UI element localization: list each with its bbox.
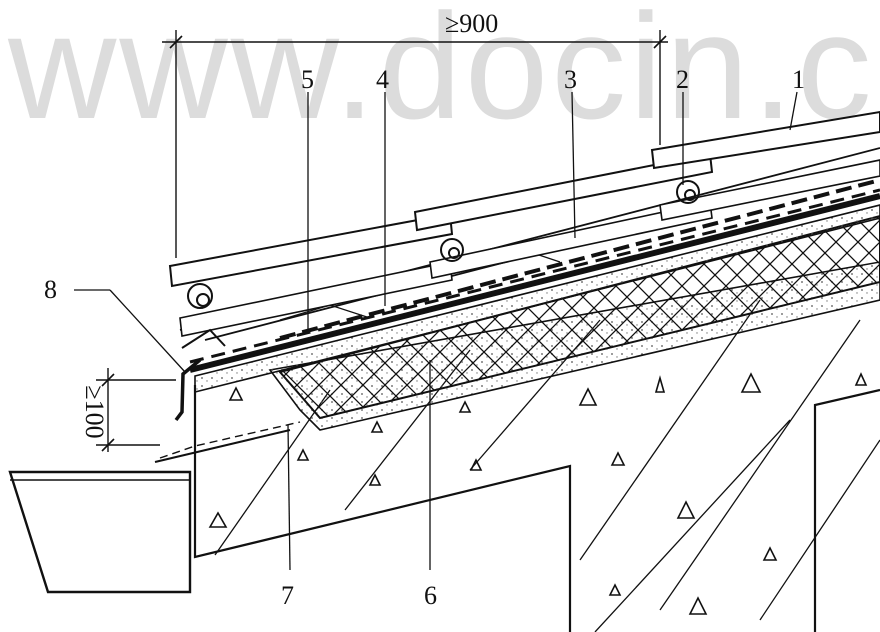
dimension-overall: ≥900 [162,9,668,258]
tile-battens [181,180,700,349]
roof-tiles [168,110,880,337]
callout-8: 8 [44,275,57,304]
dimension-lap: ≥100 [80,368,176,452]
leveling-layer [194,204,880,394]
callout-7: 7 [281,581,294,610]
callout-5: 5 [301,65,314,94]
drip-flashing [154,358,301,463]
callout-6: 6 [424,581,437,610]
concrete-slab [193,250,880,632]
callout-leaders [74,91,798,571]
counter-battens [279,178,880,340]
callout-3: 3 [564,65,577,94]
callout-1: 1 [792,65,805,94]
callout-labels: 1 2 3 4 5 6 7 8 [44,65,805,610]
dimension-lap-label: ≥100 [80,385,109,438]
callout-4: 4 [376,65,389,94]
callout-2: 2 [676,65,689,94]
gutter [8,470,192,594]
dimension-overall-label: ≥900 [445,9,498,38]
watermark-text: www.docin.co [7,0,880,150]
